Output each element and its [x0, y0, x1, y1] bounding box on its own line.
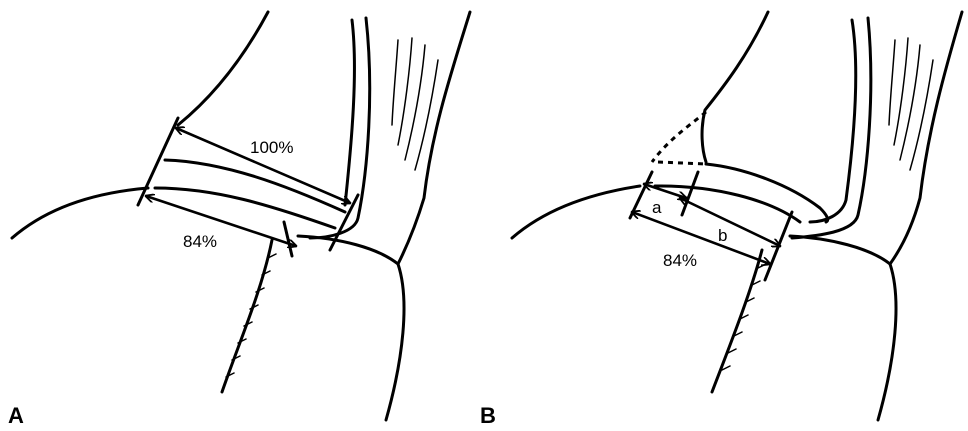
panel-b-arrow-b — [680, 198, 780, 246]
panel-a-letter: A — [8, 403, 24, 428]
panel-b-label-a: a — [652, 198, 662, 217]
panel-a-vertical-wall-1 — [345, 20, 354, 205]
panel-a-arrow-84pct — [146, 196, 296, 246]
panel-b-vertical-wall-1 — [810, 20, 856, 222]
panel-a-hatched-wall — [222, 240, 272, 392]
panel-b-arrow-84pct — [632, 212, 770, 264]
panel-b-upper-contour — [702, 12, 768, 162]
panel-b-dashed-upper — [652, 112, 706, 162]
panel-b-striation-2 — [894, 38, 908, 145]
panel-b-dashed-lower — [658, 162, 706, 164]
panel-b: a b 84% B — [480, 12, 962, 428]
panel-b-striation-4 — [910, 60, 933, 170]
panel-a-left-contour — [12, 188, 148, 238]
panel-a-label-84pct: 84% — [183, 232, 217, 251]
panel-a-cut-right-lower — [284, 222, 292, 256]
panel-b-inner-wall-bottom — [655, 186, 800, 222]
panel-b-label-b: b — [718, 226, 727, 245]
panel-b-hatched-wall — [712, 250, 762, 392]
panel-a-upper-contour — [178, 12, 268, 125]
panel-a-label-100pct: 100% — [250, 138, 293, 157]
panel-b-cut-left — [630, 172, 652, 218]
panel-a: 100% 84% A — [8, 12, 470, 428]
panel-a-vertical-wall-2 — [310, 18, 370, 238]
panel-b-vertical-wall-3 — [890, 12, 962, 264]
panel-b-label-84pct: 84% — [663, 251, 697, 270]
panel-b-striation-1 — [889, 40, 895, 125]
panel-b-cut-middle — [682, 172, 698, 215]
panel-a-striation-1 — [392, 40, 398, 125]
panel-a-striation-2 — [398, 38, 412, 145]
panel-b-lower-outline — [790, 236, 896, 420]
panel-b-left-contour — [512, 186, 640, 238]
panel-a-inner-wall-top — [165, 160, 345, 212]
panel-b-vertical-wall-2 — [792, 18, 871, 238]
panel-a-lower-outline — [298, 236, 404, 420]
panel-b-letter: B — [480, 403, 496, 428]
panel-b-hatch-ticks — [722, 264, 766, 370]
panel-a-striation-4 — [415, 60, 438, 170]
panel-a-vertical-wall-3 — [398, 12, 470, 264]
